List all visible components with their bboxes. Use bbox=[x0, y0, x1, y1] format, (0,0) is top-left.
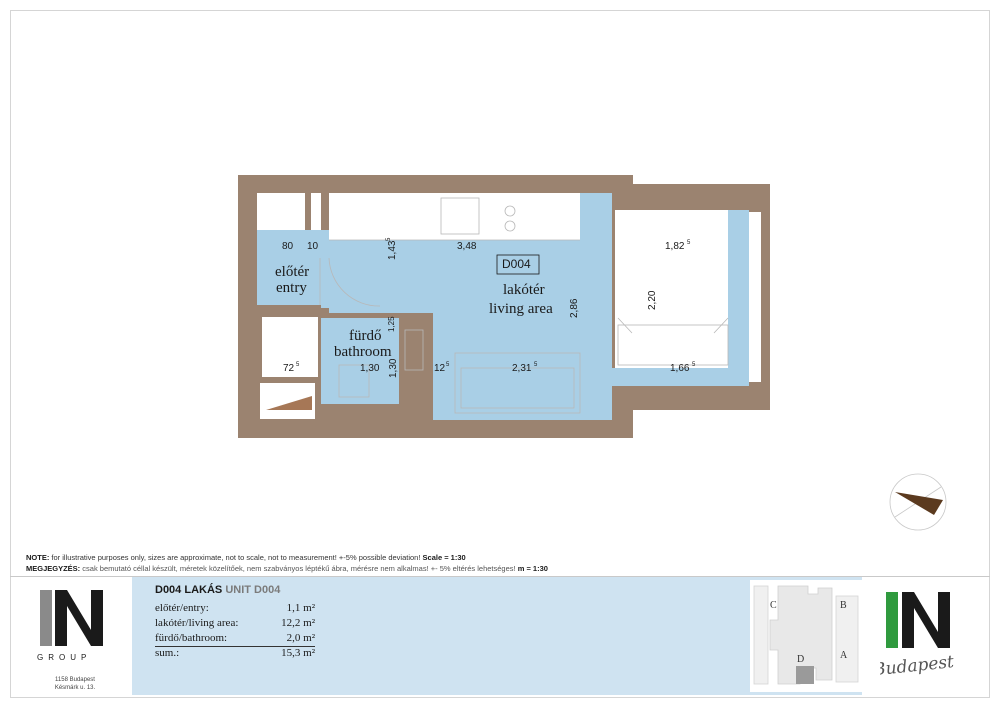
dim-231-sup: 5 bbox=[534, 362, 538, 368]
note-en: NOTE: for illustrative purposes only, si… bbox=[26, 553, 466, 562]
dim-166-sup: 5 bbox=[692, 362, 696, 368]
budapest-script: Budapest bbox=[880, 652, 955, 680]
unit-title-en: UNIT D004 bbox=[225, 584, 281, 596]
area-label: sum.: bbox=[155, 647, 180, 659]
area-row-sum: sum.: 15,3 m² bbox=[155, 647, 315, 662]
label-living-hu: lakótér bbox=[503, 282, 545, 298]
partition-bath-left bbox=[318, 305, 321, 408]
dim-130: 1,30 bbox=[360, 363, 380, 374]
dim-72: 72 bbox=[283, 363, 295, 374]
key-label-c: C bbox=[770, 600, 777, 611]
unit-title-hu: D004 LAKÁS bbox=[155, 584, 223, 596]
dim-10: 10 bbox=[307, 241, 319, 252]
floor-living-lower bbox=[433, 313, 580, 420]
label-unit-code: D004 bbox=[502, 257, 531, 271]
footer-divider bbox=[10, 576, 990, 577]
floor-plan: D004 előtér entry fürdő bathroom lakótér… bbox=[238, 175, 947, 531]
dim-286: 2,86 bbox=[569, 298, 580, 318]
partition-bath-top bbox=[318, 313, 433, 318]
dim-12-sup: 5 bbox=[446, 362, 450, 368]
in-group-logo: GROUP bbox=[37, 586, 107, 662]
dim-143-sup: 5 bbox=[386, 237, 392, 241]
dim-125: 1,25 bbox=[387, 316, 396, 332]
dim-12: 12 bbox=[434, 363, 446, 374]
address-line2: Késmárk u. 13. bbox=[54, 685, 96, 691]
floor-window-strip bbox=[580, 193, 612, 420]
key-label-d: D bbox=[797, 654, 804, 665]
dim-182-sup: 5 bbox=[687, 240, 691, 246]
closet-space-2 bbox=[311, 193, 321, 233]
dim-72-sup: 5 bbox=[296, 362, 300, 368]
disclaimer-notes: NOTE: for illustrative purposes only, si… bbox=[26, 552, 548, 574]
unit-title: D004 LAKÁS UNIT D004 bbox=[155, 584, 280, 596]
floor-balcony-side bbox=[728, 210, 749, 386]
label-entry-hu: előtér bbox=[275, 264, 309, 280]
floor-bathroom bbox=[320, 318, 400, 404]
key-plan: C B A D bbox=[750, 580, 862, 692]
area-value: 2,0 m² bbox=[286, 632, 315, 644]
area-row: fürdő/bathroom: 2,0 m² bbox=[155, 632, 315, 647]
balcony-ledge bbox=[749, 212, 761, 382]
label-living-en: living area bbox=[489, 301, 553, 317]
wardrobe bbox=[262, 317, 319, 377]
dim-143: 1,43 bbox=[387, 240, 398, 260]
partition-living bbox=[425, 313, 433, 438]
note-hu: MEGJEGYZÉS: csak bemutató céllal készült… bbox=[26, 564, 548, 573]
area-value: 12,2 m² bbox=[281, 617, 315, 629]
page-frame bbox=[10, 10, 990, 698]
dim-220: 2,20 bbox=[647, 290, 658, 310]
label-bath-hu: fürdő bbox=[349, 328, 382, 344]
area-table: előtér/entry: 1,1 m² lakótér/living area… bbox=[155, 602, 315, 662]
dim-231: 2,31 bbox=[512, 363, 532, 374]
partition-bath-right bbox=[399, 313, 405, 408]
company-address: 1158 Budapest Késmárk u. 13. bbox=[30, 676, 120, 692]
label-entry-en: entry bbox=[276, 280, 307, 296]
partition-entry bbox=[238, 305, 318, 311]
in-budapest-mark: Budapest bbox=[871, 592, 955, 680]
floor-living bbox=[329, 240, 580, 316]
dim-80: 80 bbox=[282, 241, 294, 252]
in-logo-mark bbox=[40, 590, 103, 646]
balcony-floor bbox=[615, 210, 735, 368]
kitchen-counter bbox=[329, 193, 580, 240]
area-value: 15,3 m² bbox=[281, 647, 315, 659]
area-label: fürdő/bathroom: bbox=[155, 632, 228, 644]
unit-info-panel: D004 LAKÁS UNIT D004 előtér/entry: 1,1 m… bbox=[132, 577, 862, 695]
dim-348: 3,48 bbox=[457, 241, 477, 252]
dim-166: 1,66 bbox=[670, 363, 690, 374]
key-plan-diagram: C B A D bbox=[753, 585, 859, 685]
furniture bbox=[266, 197, 729, 414]
in-budapest-logo: Budapest bbox=[871, 590, 980, 685]
unit-code-box bbox=[496, 254, 540, 275]
key-label-a: A bbox=[840, 650, 848, 661]
area-value: 1,1 m² bbox=[286, 602, 315, 614]
dim-182: 1,82 bbox=[665, 241, 685, 252]
closet-space bbox=[257, 193, 305, 233]
dim-130-vert: 1,30 bbox=[388, 358, 399, 378]
group-wordmark: GROUP bbox=[37, 653, 92, 662]
area-label: előtér/entry: bbox=[155, 602, 209, 614]
label-bath-en: bathroom bbox=[334, 344, 392, 360]
floor-entry bbox=[257, 230, 329, 308]
area-label: lakótér/living area: bbox=[155, 617, 239, 629]
area-row: előtér/entry: 1,1 m² bbox=[155, 602, 315, 617]
key-label-b: B bbox=[840, 600, 847, 611]
address-line1: 1158 Budapest bbox=[55, 677, 95, 683]
floor-balcony-strip bbox=[612, 368, 736, 386]
compass-icon bbox=[889, 473, 947, 531]
area-row: lakótér/living area: 12,2 m² bbox=[155, 617, 315, 632]
